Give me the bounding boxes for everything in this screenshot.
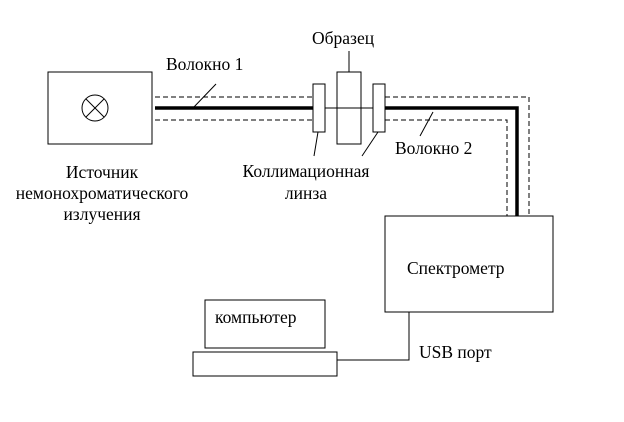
- collimating-lens-1: [312, 83, 326, 133]
- fiber2-leader-line: [419, 111, 434, 137]
- light-source-box: [47, 71, 153, 145]
- lens2-leader-line: [361, 131, 379, 157]
- lens-label-line1: Коллимационная: [243, 161, 370, 181]
- source-label-line1: Источник: [66, 162, 139, 182]
- lens-label-line2: линза: [285, 183, 327, 203]
- fiber2-core: [385, 106, 519, 216]
- lens1-leader-line: [313, 131, 319, 157]
- fiber2-label: Волокно 2: [395, 138, 472, 158]
- fiber2-cladding-inner: [385, 119, 508, 216]
- fiber1-leader-line: [192, 83, 217, 109]
- usb-cable: [337, 312, 410, 361]
- usb-port-label: USB порт: [419, 342, 492, 362]
- computer-monitor: [204, 299, 326, 349]
- source-label-line3: излучения: [63, 204, 140, 224]
- fiber1-label: Волокно 1: [166, 54, 243, 74]
- computer-label: компьютер: [215, 307, 297, 327]
- lamp-cross-icon: [81, 94, 109, 122]
- spectrometer-box: [384, 215, 554, 313]
- spectrometer-label: Спектрометр: [407, 258, 505, 278]
- sample-label: Образец: [312, 28, 374, 48]
- computer-keyboard: [192, 351, 338, 377]
- collimating-lens-2: [372, 83, 386, 133]
- fiber2-cladding-outer: [385, 96, 530, 216]
- source-label-line2: немонохроматического: [16, 183, 189, 203]
